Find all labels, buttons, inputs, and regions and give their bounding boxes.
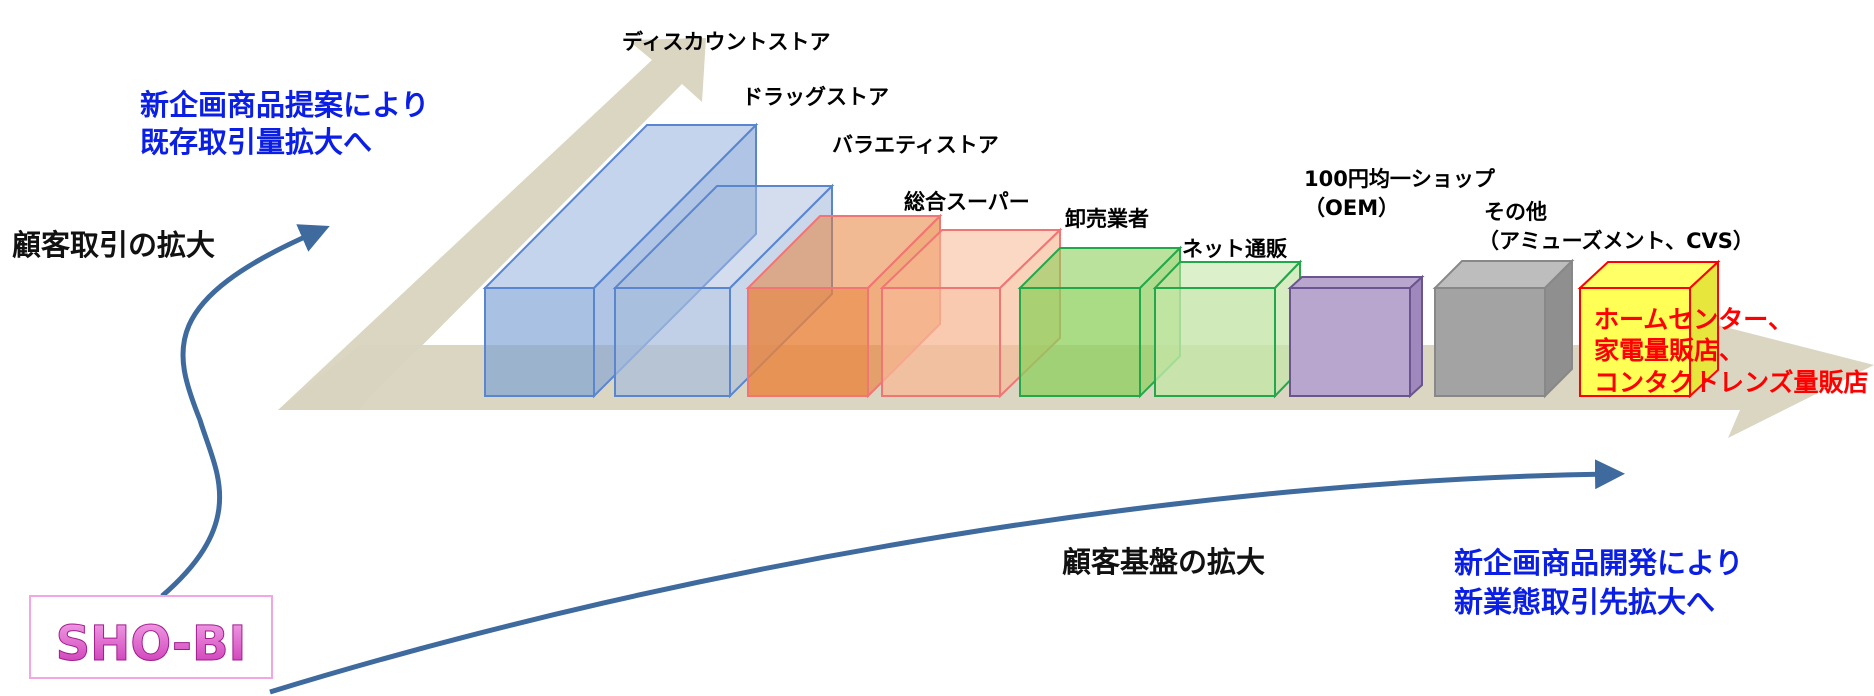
diagonal-axis-arrow xyxy=(278,38,706,410)
cube-online xyxy=(1152,259,1303,399)
label-gms: 総合スーパー xyxy=(904,190,1030,214)
development-text-line2: 新業態取引先拡大へ xyxy=(1454,585,1715,619)
label-other-line1: その他 xyxy=(1484,200,1547,224)
channel-cubes xyxy=(482,122,1721,399)
cube-home-center xyxy=(1577,259,1721,399)
label-variety: バラエティストア xyxy=(832,133,999,157)
label-discount: ディスカウントストア xyxy=(622,30,831,54)
proposal-text-line1: 新企画商品提案により xyxy=(140,88,429,122)
label-hundred-yen-line2: （OEM） xyxy=(1304,196,1399,220)
cube-hundred-yen xyxy=(1287,274,1425,399)
proposal-text-line2: 既存取引量拡大へ xyxy=(140,125,372,159)
label-wholesale: 卸売業者 xyxy=(1065,207,1149,231)
label-home-center-line1: ホームセンター、 xyxy=(1594,305,1793,334)
label-hundred-yen-line1: 100円均一ショップ xyxy=(1304,167,1496,191)
cube-other xyxy=(1432,258,1575,399)
customer-base-label: 顧客基盤の拡大 xyxy=(1062,545,1265,579)
label-home-center-line2: 家電量販店、 xyxy=(1594,336,1744,365)
logo-text: SHO-BI xyxy=(56,616,247,672)
label-home-center-line3: コンタクトレンズ量販店 xyxy=(1594,368,1869,397)
customer-base-arrow xyxy=(269,459,1625,695)
development-text-line1: 新企画商品開発により xyxy=(1454,546,1743,580)
label-online: ネット通販 xyxy=(1182,237,1288,261)
label-other-line2: （アミューズメント、CVS） xyxy=(1478,229,1754,253)
customer-transactions-arrow xyxy=(160,224,330,598)
customer-transactions-label: 顧客取引の拡大 xyxy=(12,228,215,262)
label-drugstore: ドラッグストア xyxy=(742,85,889,109)
sho-bi-logo: SHO-BI xyxy=(29,595,273,679)
